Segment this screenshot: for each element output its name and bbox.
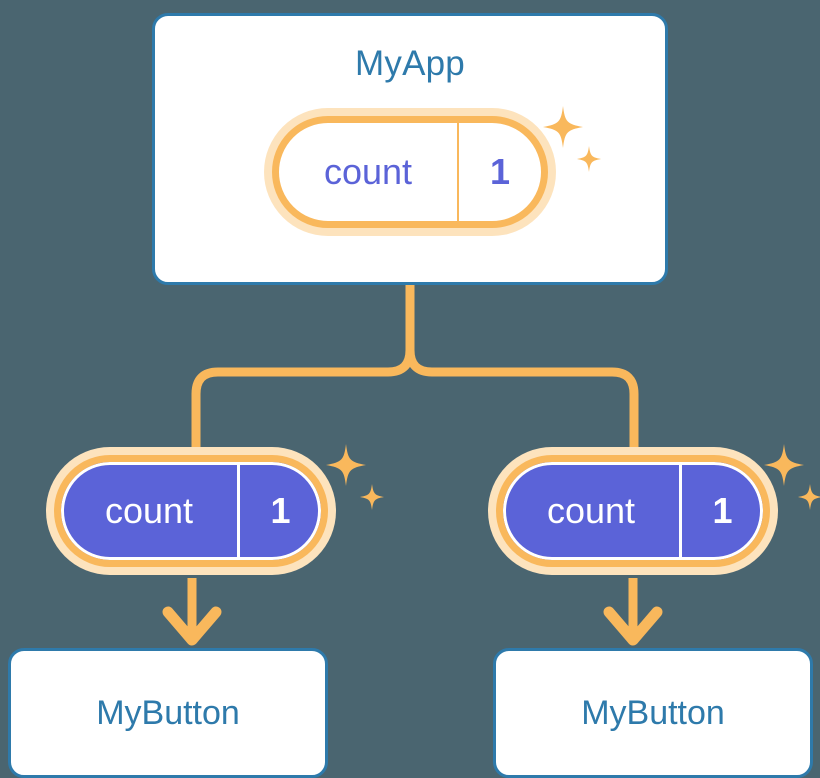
child-right-card[interactable]: MyButton (493, 648, 813, 778)
child-left-state-pill-body: count 1 (54, 455, 328, 567)
child-right-card-title: MyButton (581, 694, 725, 732)
child-right-state-pill-key: count (503, 462, 682, 560)
child-right-state-pill-value: 1 (712, 490, 733, 531)
child-left-card-title: MyButton (96, 694, 240, 732)
child-left-state-pill[interactable]: count 1 (46, 447, 336, 575)
arrow-down-icon-left (162, 578, 222, 646)
app-state-pill-body: count 1 (272, 116, 548, 228)
child-left-state-pill-key: count (61, 462, 240, 560)
app-state-pill-key: count (279, 123, 459, 221)
connector-branch-left (191, 349, 415, 455)
child-right-state-pill[interactable]: count 1 (488, 447, 778, 575)
app-card-title: MyApp (355, 44, 465, 83)
app-state-pill[interactable]: count 1 (264, 108, 556, 236)
child-left-state-pill-value: 1 (270, 490, 291, 531)
arrow-down-icon-right (603, 578, 663, 646)
child-right-state-pill-body: count 1 (496, 455, 770, 567)
child-left-card[interactable]: MyButton (8, 648, 328, 778)
app-state-pill-value: 1 (489, 151, 511, 192)
connector-branch-right (405, 349, 639, 455)
